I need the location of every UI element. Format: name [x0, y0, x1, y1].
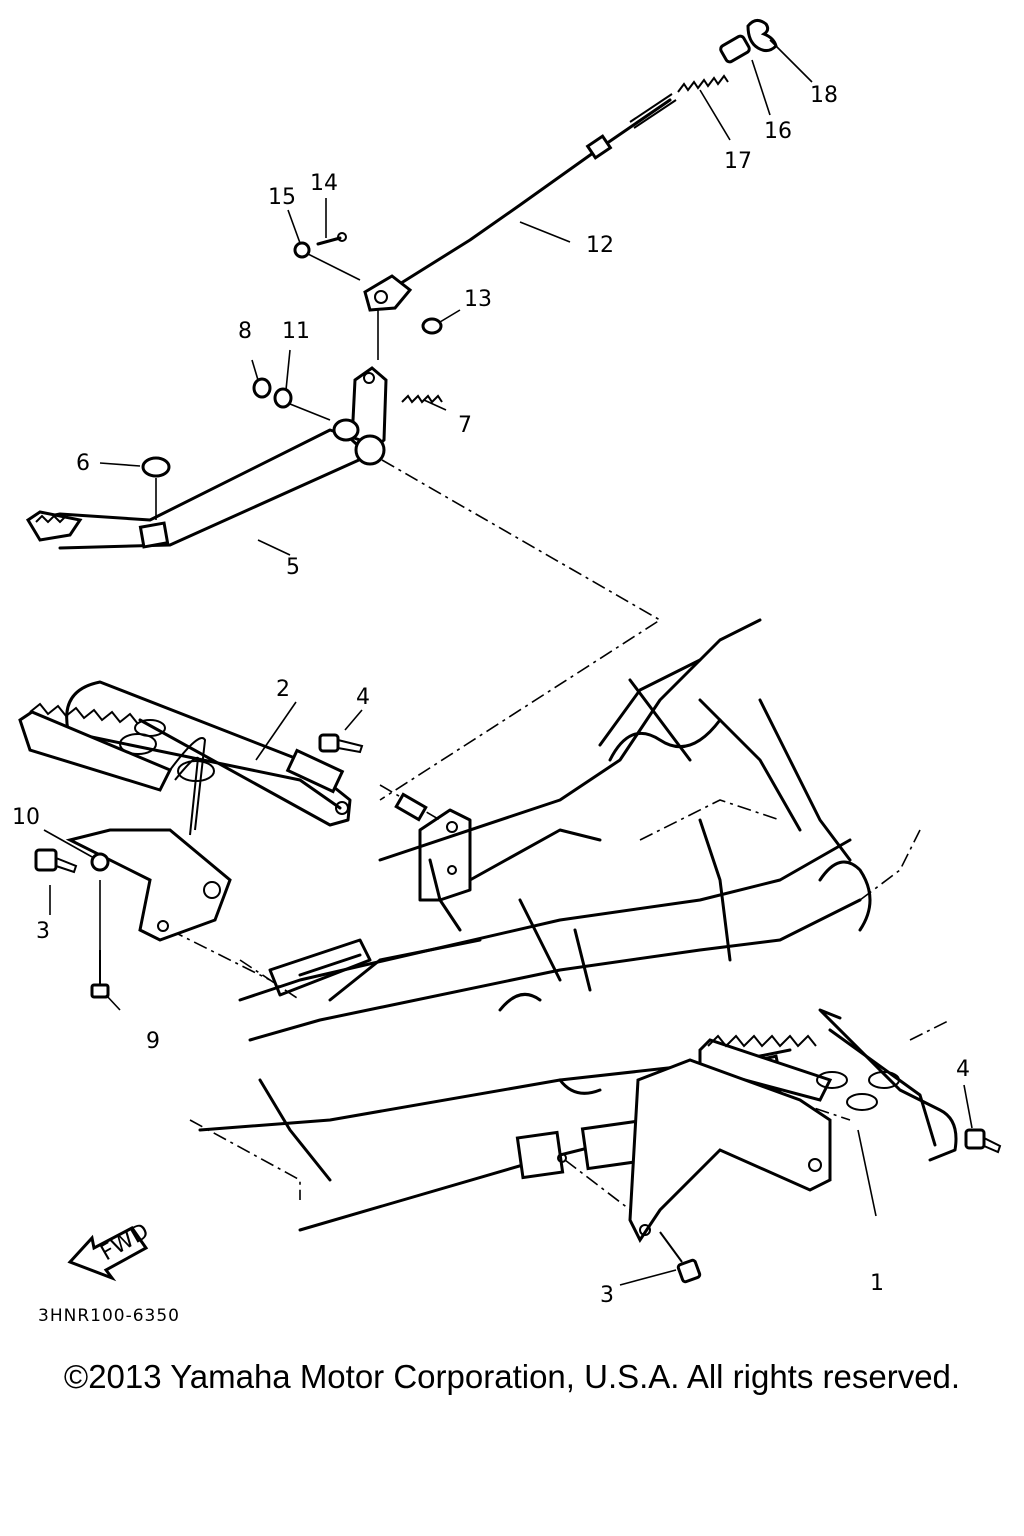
callout-11: 11: [282, 319, 310, 344]
callout-14: 14: [310, 171, 338, 196]
copyright-notice: ©2013 Yamaha Motor Corporation, U.S.A. A…: [63, 1358, 961, 1395]
step-teeth: [707, 1034, 817, 1048]
rod-threads: [629, 93, 677, 129]
callout-13: 13: [464, 287, 492, 312]
callout-18: 18: [810, 83, 838, 108]
step-teeth: [29, 702, 139, 725]
callout-7: 7: [458, 413, 472, 438]
callout-4-right: 4: [956, 1057, 970, 1082]
callout-12: 12: [586, 233, 614, 258]
callout-10: 10: [12, 805, 40, 830]
callout-6: 6: [76, 451, 90, 476]
callout-4-left: 4: [356, 685, 370, 710]
callout-5: 5: [286, 555, 300, 580]
callout-16: 16: [764, 119, 792, 144]
callout-15: 15: [268, 185, 296, 210]
right-footrest: [628, 1008, 958, 1243]
parts-diagram: FWD 1 2 3 3 4 4 5 6 7 8 9 10: [12, 19, 1002, 1308]
brake-rod-assembly: [25, 19, 778, 550]
callout-2: 2: [276, 677, 290, 702]
callout-numbers: 1 2 3 3 4 4 5 6 7 8 9 10 11 12 13 14 15 …: [12, 83, 970, 1308]
diagram-code: 3HNR100-6350: [38, 1306, 180, 1326]
callout-leaders: [43, 39, 973, 1286]
forward-arrow: FWD: [67, 1219, 153, 1282]
callout-17: 17: [724, 149, 752, 174]
callout-1: 1: [870, 1271, 884, 1296]
left-footrest: [18, 680, 352, 942]
callout-3-left: 3: [36, 919, 50, 944]
callout-3-right: 3: [600, 1283, 614, 1308]
fasteners: [34, 733, 1002, 1284]
callout-9: 9: [146, 1029, 160, 1054]
callout-8: 8: [238, 319, 252, 344]
